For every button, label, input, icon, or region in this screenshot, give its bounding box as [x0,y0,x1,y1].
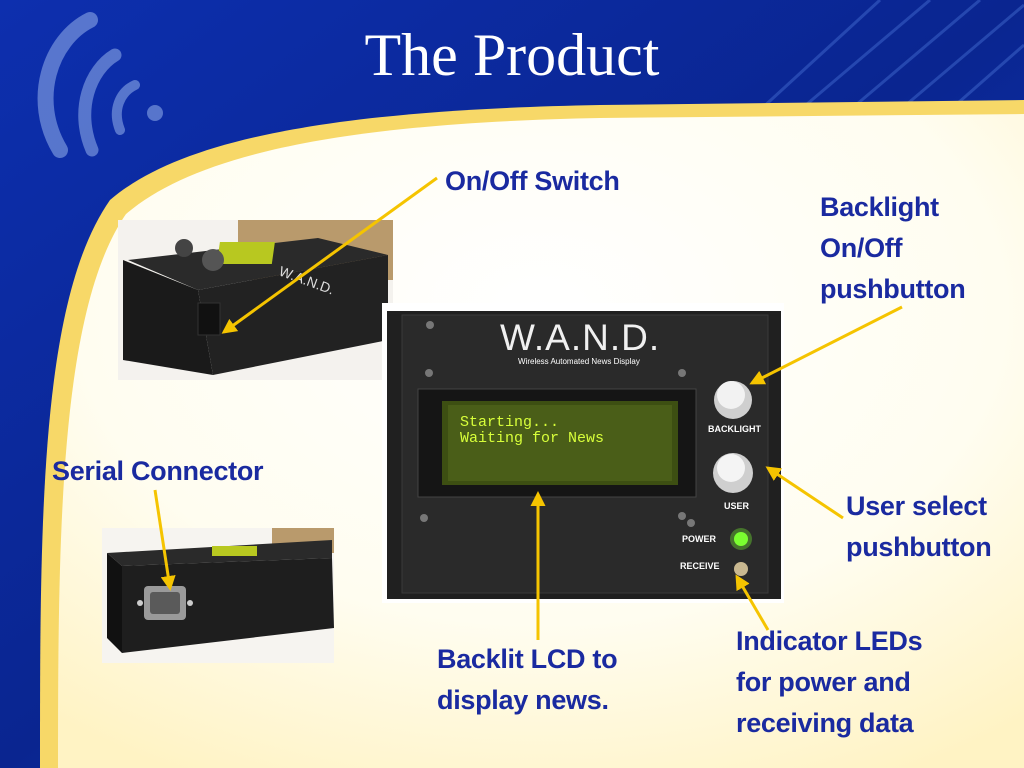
device-side-photo: W.A.N.D. [118,220,393,380]
callout-onoff-switch: On/Off Switch [445,166,620,196]
device-front-photo: W.A.N.D. Wireless Automated News Display… [382,303,784,603]
callout-backlit-lcd: Backlit LCD to display news. [437,644,618,715]
wireless-logo-icon [37,12,163,158]
backlight-knob-label: BACKLIGHT [708,424,761,434]
device-back-photo [102,528,334,663]
callout-backlight-pushbutton: Backlight On/Off pushbutton [820,192,966,304]
user-knob-label: USER [724,501,750,511]
lcd-line-1: Starting... [460,414,560,431]
device-subtitle: Wireless Automated News Display [518,357,640,366]
callout-user-pushbutton: User select pushbutton [846,491,992,562]
receive-led-label: RECEIVE [680,561,720,571]
lcd-screen: Starting... Waiting for News [460,415,604,447]
callout-indicator-leds: Indicator LEDs for power and receiving d… [736,626,923,738]
slide-title: The Product [364,22,660,88]
lcd-line-2: Waiting for News [460,430,605,447]
callout-serial-connector: Serial Connector [52,456,264,486]
power-led-label: POWER [682,534,717,544]
device-brand: W.A.N.D. [500,317,661,358]
